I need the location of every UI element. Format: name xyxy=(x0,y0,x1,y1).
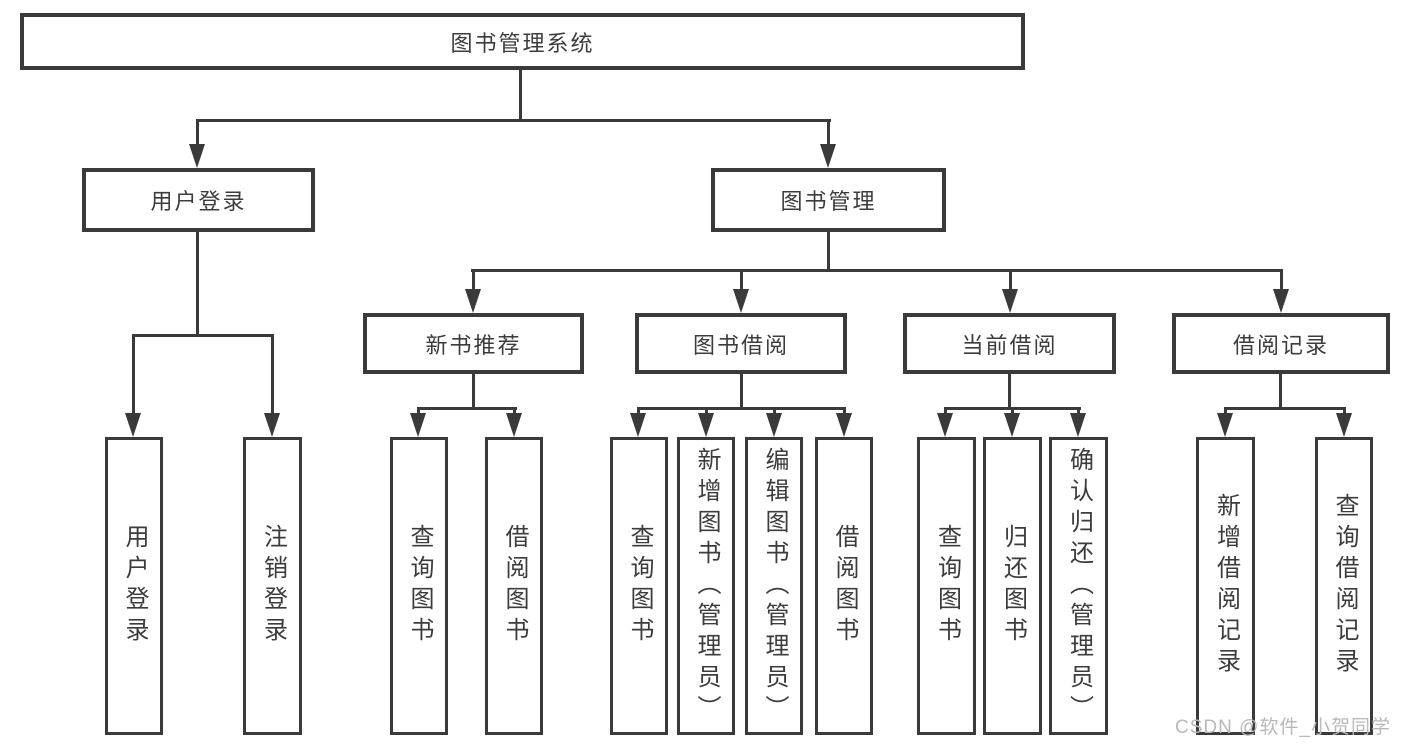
node-root-label: 图书管理系统 xyxy=(450,30,595,56)
leaf-label: 查询借阅记录 xyxy=(1331,493,1358,679)
leaf-logout: 注销登录 xyxy=(243,437,302,735)
watermark: CSDN @软件_小贺同学 xyxy=(1175,717,1391,738)
node-label: 借阅记录 xyxy=(1232,332,1329,358)
arrow-down-icon xyxy=(937,413,953,437)
connector-line xyxy=(472,374,475,409)
leaf-label: 新增借阅记录 xyxy=(1212,493,1240,679)
connector-line xyxy=(196,232,199,336)
connector-line xyxy=(637,407,846,410)
arrow-down-icon xyxy=(630,413,646,437)
connector-line xyxy=(472,269,475,291)
arrow-down-icon xyxy=(264,413,280,437)
connector-line xyxy=(944,407,947,417)
arrow-down-icon xyxy=(1273,289,1289,313)
connector-line xyxy=(1343,407,1346,417)
arrow-down-icon xyxy=(766,413,782,437)
leaf-label: 借阅图书 xyxy=(501,524,528,648)
connector-line xyxy=(1279,374,1282,409)
node-label: 图书管理 xyxy=(780,189,877,214)
node-label: 图书借阅 xyxy=(692,332,789,358)
connector-line xyxy=(827,119,830,147)
leaf-label: 确认归还（管理员） xyxy=(1065,446,1093,726)
leaf-add-borrow-record: 新增借阅记录 xyxy=(1196,437,1255,735)
connector-line xyxy=(1008,374,1011,409)
node-book-management: 图书管理 xyxy=(711,168,946,232)
arrow-down-icon xyxy=(1002,289,1018,313)
node-label: 新书推荐 xyxy=(425,332,522,358)
arrow-down-icon xyxy=(733,289,749,313)
leaf-confirm-return-admin: 确认归还（管理员） xyxy=(1049,437,1108,735)
leaf-user-login: 用户登录 xyxy=(105,437,163,735)
connector-line xyxy=(132,334,135,416)
leaf-label: 归还图书 xyxy=(999,524,1027,648)
node-book-borrow: 图书借阅 xyxy=(635,313,847,374)
connector-line xyxy=(740,269,743,291)
leaf-label: 查询图书 xyxy=(406,524,433,648)
leaf-label: 借阅图书 xyxy=(831,524,858,648)
node-root: 图书管理系统 xyxy=(20,13,1025,70)
connector-line xyxy=(196,119,831,122)
connector-line xyxy=(271,334,274,416)
leaf-search-book: 查询图书 xyxy=(390,437,448,735)
leaf-add-book-admin: 新增图书（管理员） xyxy=(677,437,735,735)
arrow-down-icon xyxy=(836,413,852,437)
node-user-login: 用户登录 xyxy=(82,168,315,232)
connector-line xyxy=(417,407,420,417)
arrow-down-icon xyxy=(1336,413,1352,437)
leaf-search-borrow-record: 查询借阅记录 xyxy=(1315,437,1373,735)
arrow-down-icon xyxy=(506,413,522,437)
arrow-down-icon xyxy=(125,413,141,437)
arrow-down-icon xyxy=(1004,413,1020,437)
connector-line xyxy=(1011,407,1014,417)
node-label: 用户登录 xyxy=(150,189,247,214)
leaf-borrow-book: 借阅图书 xyxy=(815,437,873,735)
node-label: 当前借阅 xyxy=(961,332,1058,358)
connector-line xyxy=(1224,407,1227,417)
leaf-edit-book-admin: 编辑图书（管理员） xyxy=(745,437,803,735)
connector-line xyxy=(1009,269,1012,291)
leaf-label: 查询图书 xyxy=(626,524,653,648)
connector-line xyxy=(1280,269,1283,291)
leaf-label: 注销登录 xyxy=(259,524,287,648)
node-borrow-records: 借阅记录 xyxy=(1172,313,1390,374)
arrow-down-icon xyxy=(698,413,714,437)
connector-line xyxy=(471,269,1283,272)
leaf-return-book: 归还图书 xyxy=(983,437,1042,735)
connector-line xyxy=(1077,407,1080,417)
connector-line xyxy=(843,407,846,417)
leaf-search-book: 查询图书 xyxy=(610,437,668,735)
connector-line xyxy=(637,407,640,417)
connector-line xyxy=(773,407,776,417)
node-new-book-recommend: 新书推荐 xyxy=(363,313,584,374)
node-current-borrow: 当前借阅 xyxy=(903,313,1116,374)
arrow-down-icon xyxy=(820,144,836,168)
connector-line xyxy=(196,119,199,147)
arrow-down-icon xyxy=(1070,413,1086,437)
connector-line xyxy=(827,232,830,272)
connector-line xyxy=(1224,407,1346,410)
connector-line xyxy=(705,407,708,417)
connector-line xyxy=(519,70,522,121)
leaf-search-book: 查询图书 xyxy=(917,437,976,735)
arrow-down-icon xyxy=(465,289,481,313)
leaf-label: 编辑图书（管理员） xyxy=(761,446,788,726)
arrow-down-icon xyxy=(189,144,205,168)
leaf-label: 用户登录 xyxy=(121,524,148,648)
leaf-borrow-book: 借阅图书 xyxy=(485,437,543,735)
connector-line xyxy=(132,334,274,337)
connector-line xyxy=(417,407,517,410)
leaf-label: 新增图书（管理员） xyxy=(693,446,720,726)
arrow-down-icon xyxy=(1217,413,1233,437)
connector-line xyxy=(513,407,516,417)
connector-line xyxy=(740,374,743,409)
leaf-label: 查询图书 xyxy=(933,524,961,648)
arrow-down-icon xyxy=(410,413,426,437)
